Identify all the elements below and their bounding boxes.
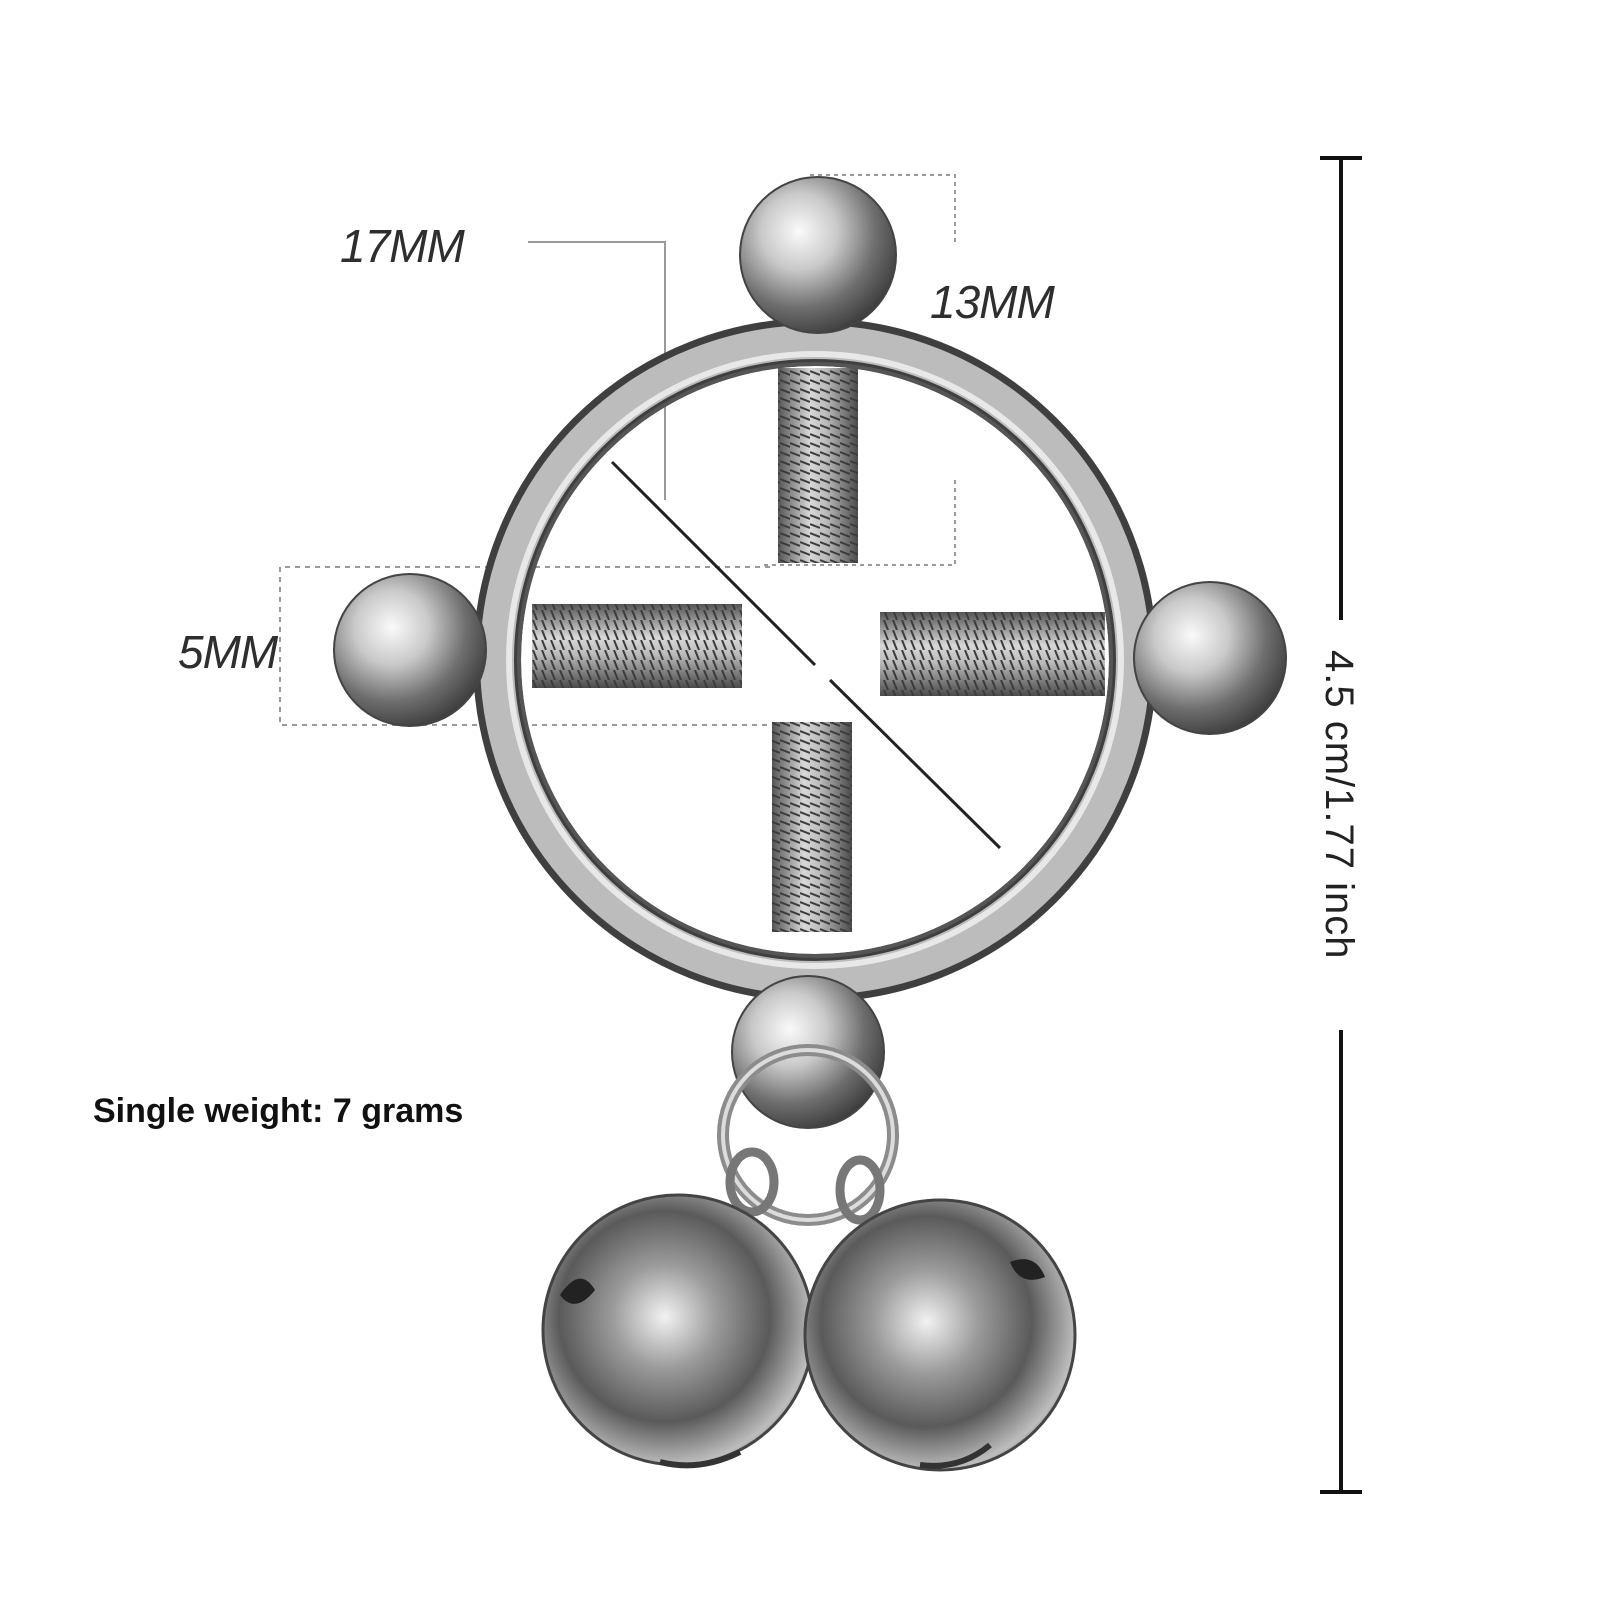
total-length-bar — [1320, 156, 1362, 1494]
ball-right — [1133, 581, 1287, 735]
ball-size-label: 5MM — [178, 626, 279, 678]
bell-right — [803, 1198, 1077, 1472]
diameter-line — [610, 460, 1002, 850]
nipple-ring-illustration — [333, 176, 1287, 1472]
screw-top — [778, 368, 858, 563]
ball-top — [739, 176, 897, 334]
screw-right — [880, 612, 1105, 696]
total-length-label: 4.5 cm/1.77 inch — [1317, 650, 1361, 960]
bell-left — [541, 1193, 815, 1469]
ball-left — [333, 573, 487, 727]
screw-bottom — [772, 722, 852, 932]
ring-diameter-label: 17MM — [340, 220, 465, 272]
screw-length-label: 13MM — [930, 276, 1055, 328]
screw-left — [532, 604, 742, 688]
weight-label: Single weight: 7 grams — [93, 1092, 463, 1130]
